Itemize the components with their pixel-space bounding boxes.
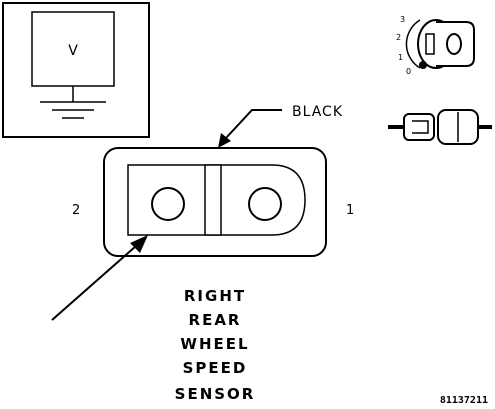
component-caption: RIGHT REAR WHEEL SPEED SENSOR xyxy=(175,287,256,403)
ground-symbol-icon xyxy=(40,86,106,119)
voltmeter-label: V xyxy=(68,43,78,59)
component-arrow xyxy=(51,235,148,321)
pin-label-1: 1 xyxy=(346,203,354,218)
caption-line-5: SENSOR xyxy=(175,385,256,403)
key-position-1: 1 xyxy=(398,53,403,62)
voltmeter-body xyxy=(31,11,115,87)
key-position-3: 3 xyxy=(400,15,405,24)
pin-label-2: 2 xyxy=(72,203,80,218)
sensor-connector xyxy=(103,147,327,257)
cavity-pin-2 xyxy=(151,187,185,221)
caption-line-4: SPEED xyxy=(183,359,248,377)
caption-line-2: REAR xyxy=(189,311,242,329)
caption-line-3: WHEEL xyxy=(180,335,249,353)
connector-latch xyxy=(204,164,222,236)
wire-callout: BLACK xyxy=(218,104,343,148)
key-position-2: 2 xyxy=(396,33,401,42)
connector-icon xyxy=(388,109,492,145)
voltmeter-inset: V xyxy=(2,2,150,138)
key-position-0: 0 xyxy=(406,67,411,76)
caption-line-1: RIGHT xyxy=(184,287,246,305)
ignition-key-icon: 3 2 1 0 xyxy=(396,15,475,76)
cavity-pin-1 xyxy=(248,187,282,221)
figure-number: 81137211 xyxy=(440,395,488,406)
wire-color-label: BLACK xyxy=(292,104,343,120)
